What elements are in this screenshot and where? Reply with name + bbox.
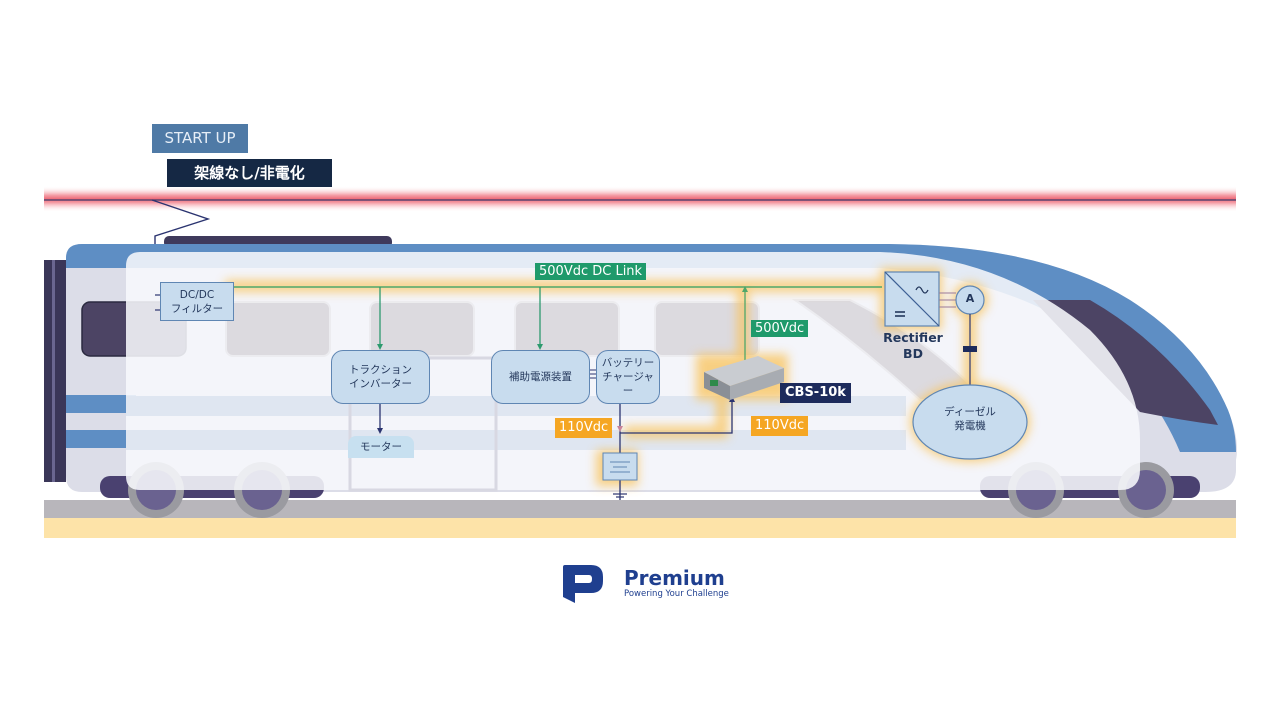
window xyxy=(369,301,475,357)
arrow-icon xyxy=(537,344,543,350)
window xyxy=(225,301,331,357)
aux-power-box: 補助電源装置 xyxy=(491,350,590,404)
battery-charger-box: バッテリーチャージャー xyxy=(596,350,660,404)
battery-to-cbs xyxy=(620,400,733,434)
brand-tagline: Powering Your Challenge xyxy=(624,589,729,599)
body-stripe xyxy=(66,430,136,448)
traction-line2: インバーター xyxy=(349,378,412,390)
brand-name: Premium xyxy=(624,566,725,590)
arrow-icon xyxy=(377,428,383,434)
rectifier-line2: BD xyxy=(903,346,923,361)
body-stripe xyxy=(66,395,136,413)
dcdc-filter-line2: フィルター xyxy=(170,302,224,315)
rectifier-icon xyxy=(884,271,940,327)
diesel-generator-label: ディーゼル 発電機 xyxy=(920,405,1020,433)
motor-label: モーター xyxy=(360,441,402,453)
diesel-generator-shape xyxy=(912,384,1028,460)
arrow-icon xyxy=(377,344,383,350)
catenary-glow xyxy=(44,186,1236,212)
dcdc-filter-line1: DC/DC xyxy=(179,288,215,301)
window xyxy=(514,301,620,357)
premium-logo-icon xyxy=(563,565,603,603)
ground-icon xyxy=(613,493,627,498)
traction-line1: トラクション xyxy=(349,364,412,376)
rail xyxy=(44,500,1236,518)
alternator-label: A xyxy=(965,292,975,305)
charger-line1: バッテリー xyxy=(601,357,655,369)
ground xyxy=(44,518,1236,538)
cbs-10k-unit xyxy=(704,356,784,400)
coupler-stripe xyxy=(52,260,55,482)
battery-icon xyxy=(602,452,638,481)
aux-power-label: 補助電源装置 xyxy=(509,371,572,383)
diesel-line2: 発電機 xyxy=(954,420,986,432)
battery-voltage-left: 110Vdc xyxy=(555,418,613,438)
motor-box: モーター xyxy=(348,436,414,458)
mode-tag: 架線なし/非電化 xyxy=(167,159,332,187)
product-label: CBS-10k xyxy=(780,383,851,403)
cbs-output-voltage: 500Vdc xyxy=(751,320,809,337)
dc-link-label: 500Vdc DC Link xyxy=(535,263,647,280)
traction-inverter-box: トラクションインバーター xyxy=(331,350,430,404)
rectifier-line1: Rectifier xyxy=(883,330,943,345)
interior-stripe xyxy=(126,396,906,416)
arrow-icon xyxy=(742,286,748,292)
diesel-line1: ディーゼル xyxy=(944,406,996,418)
charger-line2: チャージャー xyxy=(602,371,654,397)
rectifier-label: Rectifier BD xyxy=(880,330,946,362)
arrow-icon xyxy=(617,426,623,432)
battery-voltage-right: 110Vdc xyxy=(751,416,809,436)
coupling-icon xyxy=(963,346,977,352)
startup-tag: START UP xyxy=(152,124,248,153)
